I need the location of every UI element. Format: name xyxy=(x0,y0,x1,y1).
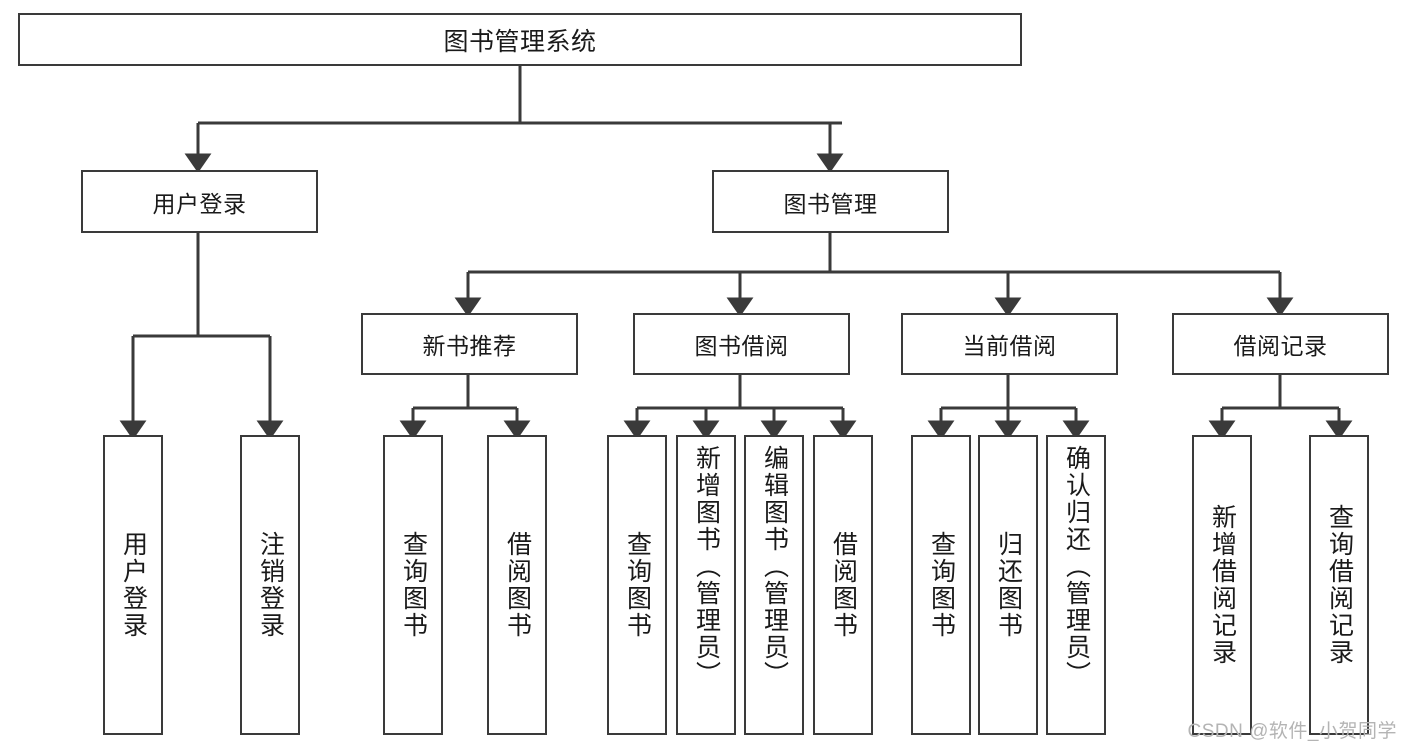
node-leaf-borrow-borrow-book-label: 借阅图书 xyxy=(829,531,858,639)
node-borrow-record-label: 借阅记录 xyxy=(1233,333,1328,359)
node-book-borrow[interactable]: 图书借阅 xyxy=(633,313,850,375)
node-leaf-cur-confirm-return[interactable]: 确认归还（管理员） xyxy=(1046,435,1106,735)
node-leaf-user-login-label: 用户登录 xyxy=(119,531,148,639)
node-leaf-cur-query-book[interactable]: 查询图书 xyxy=(911,435,971,735)
node-book-manage[interactable]: 图书管理 xyxy=(712,170,949,233)
node-leaf-borrow-query-book-label: 查询图书 xyxy=(623,531,652,639)
node-leaf-rec-add-record[interactable]: 新增借阅记录 xyxy=(1192,435,1252,735)
node-leaf-user-logout[interactable]: 注销登录 xyxy=(240,435,300,735)
node-leaf-borrow-edit-book[interactable]: 编辑图书（管理员） xyxy=(744,435,804,735)
node-leaf-rec-query-record[interactable]: 查询借阅记录 xyxy=(1309,435,1369,735)
node-leaf-borrow-borrow-book[interactable]: 借阅图书 xyxy=(813,435,873,735)
node-book-borrow-label: 图书借阅 xyxy=(694,333,789,359)
node-root-label: 图书管理系统 xyxy=(443,27,597,56)
node-user-login-label: 用户登录 xyxy=(152,190,247,217)
node-leaf-borrow-edit-book-label: 编辑图书（管理员） xyxy=(760,445,789,688)
node-leaf-rec-add-record-label: 新增借阅记录 xyxy=(1208,504,1237,666)
node-book-manage-label: 图书管理 xyxy=(783,190,878,217)
node-leaf-rec-query-record-label: 查询借阅记录 xyxy=(1325,504,1354,666)
node-leaf-borrow-add-book-label: 新增图书（管理员） xyxy=(692,445,721,688)
node-current-borrow[interactable]: 当前借阅 xyxy=(901,313,1118,375)
node-leaf-cur-return-book[interactable]: 归还图书 xyxy=(978,435,1038,735)
node-user-login[interactable]: 用户登录 xyxy=(81,170,318,233)
node-leaf-borrow-add-book[interactable]: 新增图书（管理员） xyxy=(676,435,736,735)
node-leaf-cur-confirm-return-label: 确认归还（管理员） xyxy=(1062,445,1091,688)
node-leaf-borrow-query-book[interactable]: 查询图书 xyxy=(607,435,667,735)
node-current-borrow-label: 当前借阅 xyxy=(962,333,1057,359)
node-leaf-cur-return-book-label: 归还图书 xyxy=(994,531,1023,639)
node-new-book-recommend-label: 新书推荐 xyxy=(422,333,517,359)
node-borrow-record[interactable]: 借阅记录 xyxy=(1172,313,1389,375)
node-leaf-cur-query-book-label: 查询图书 xyxy=(927,531,956,639)
node-leaf-rec-borrow-book[interactable]: 借阅图书 xyxy=(487,435,547,735)
node-leaf-rec-query-book[interactable]: 查询图书 xyxy=(383,435,443,735)
node-leaf-user-logout-label: 注销登录 xyxy=(256,531,285,639)
node-leaf-user-login[interactable]: 用户登录 xyxy=(103,435,163,735)
node-new-book-recommend[interactable]: 新书推荐 xyxy=(361,313,578,375)
node-leaf-rec-query-book-label: 查询图书 xyxy=(399,531,428,639)
node-leaf-rec-borrow-book-label: 借阅图书 xyxy=(503,531,532,639)
node-root[interactable]: 图书管理系统 xyxy=(18,13,1022,66)
